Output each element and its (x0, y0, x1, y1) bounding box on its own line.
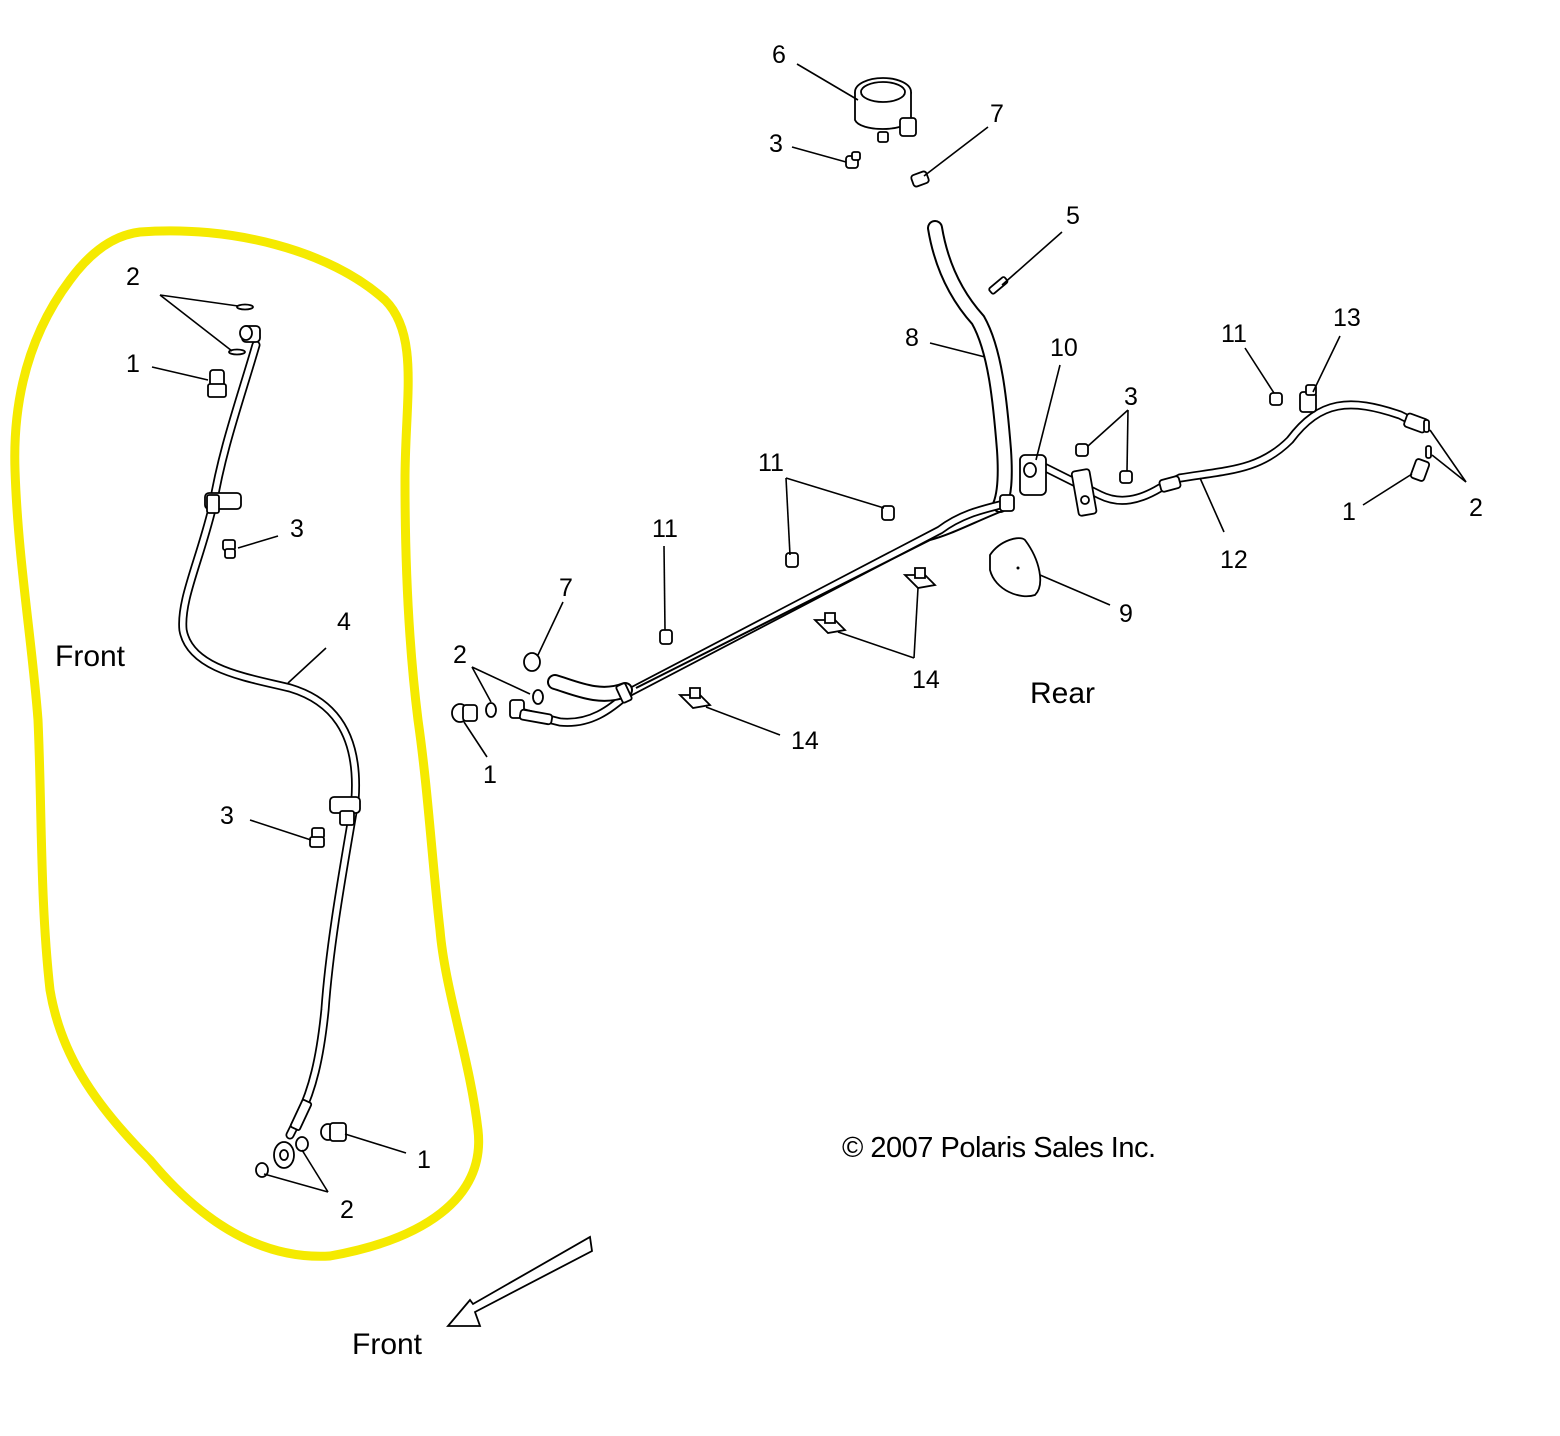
bleeder-screw-icon (988, 276, 1009, 295)
front-direction-arrow (446, 1235, 593, 1327)
front-leaders (151, 294, 407, 1193)
banjo-bolt-icon (1409, 458, 1431, 482)
front-direction-label: Front (352, 1328, 423, 1361)
callout-11: 11 (652, 515, 678, 543)
front-hose-highlight (10, 226, 484, 1261)
short-hose-end (547, 674, 633, 702)
crush-washer-icon (295, 1136, 309, 1152)
callout-14: 14 (912, 666, 940, 694)
screw-icon (1269, 392, 1283, 406)
bolt-icon (222, 539, 236, 559)
screw-icon (659, 629, 673, 645)
crush-washer-icon (532, 689, 544, 705)
rear-brake-line (1035, 400, 1415, 505)
screw-icon (881, 505, 895, 521)
banjo-bolt-icon (207, 369, 227, 398)
callout-7: 7 (559, 574, 573, 602)
front-lower-banjo-fitting (273, 1099, 313, 1169)
rear-hose-crimp (1158, 475, 1182, 493)
callout-3: 3 (769, 130, 783, 158)
callout-8: 8 (905, 324, 919, 352)
callout-1: 1 (417, 1146, 431, 1174)
callout-2: 2 (453, 641, 467, 669)
hose-mount-tab-lower (329, 796, 361, 826)
callout-3: 3 (290, 515, 304, 543)
callout-2: 2 (340, 1196, 354, 1224)
cover-icon (989, 537, 1042, 598)
callout-5: 5 (1066, 202, 1080, 230)
hose-clip-icon (902, 567, 937, 589)
bolt-icon (845, 151, 861, 169)
hose-clip-icon (812, 612, 847, 634)
bolt-icon (1119, 470, 1133, 484)
callout-7: 7 (990, 100, 1004, 128)
banjo-bolt-icon (451, 703, 478, 723)
bolt-icon (309, 827, 325, 848)
callout-2: 2 (1469, 494, 1483, 522)
crush-washer-icon (236, 303, 254, 311)
main-line-front-fitting (509, 699, 554, 726)
hose-mount-tab-upper (204, 492, 242, 514)
crush-washer-icon (485, 702, 497, 718)
callout-2: 2 (126, 263, 140, 291)
callout-4: 4 (337, 608, 351, 636)
callout-11: 11 (1221, 320, 1247, 348)
reservoir-hose (927, 220, 1013, 513)
callout-3: 3 (1124, 383, 1138, 411)
brake-junction-block (999, 454, 1098, 517)
crush-washer-icon (1425, 445, 1432, 459)
hose-clamp-icon (523, 652, 541, 672)
callout-9: 9 (1119, 600, 1133, 628)
crush-washer-icon (1423, 419, 1430, 433)
callout-1: 1 (126, 350, 140, 378)
screw-icon (785, 552, 799, 568)
callout-13: 13 (1333, 304, 1361, 332)
front-upper-banjo-fitting (239, 325, 261, 343)
callout-1: 1 (1342, 498, 1356, 526)
copyright-notice: © 2007 Polaris Sales Inc. (842, 1132, 1156, 1164)
callout-12: 12 (1220, 546, 1248, 574)
callout-14: 14 (791, 727, 819, 755)
crush-washer-icon (228, 348, 246, 356)
rear-area-label: Rear (1030, 677, 1095, 710)
brake-reservoir-icon (854, 77, 917, 143)
bolt-icon (1075, 443, 1089, 457)
line-bracket-icon (1299, 384, 1317, 413)
front-area-label: Front (55, 640, 126, 673)
callout-1: 1 (483, 761, 497, 789)
front-brake-hose (178, 340, 361, 1140)
banjo-bolt-icon (320, 1122, 347, 1142)
hose-clip-icon (677, 687, 712, 709)
callout-6: 6 (772, 41, 786, 69)
callout-10: 10 (1050, 334, 1078, 362)
callout-11: 11 (758, 449, 784, 477)
main-leaders (463, 63, 1467, 758)
callout-3: 3 (220, 802, 234, 830)
